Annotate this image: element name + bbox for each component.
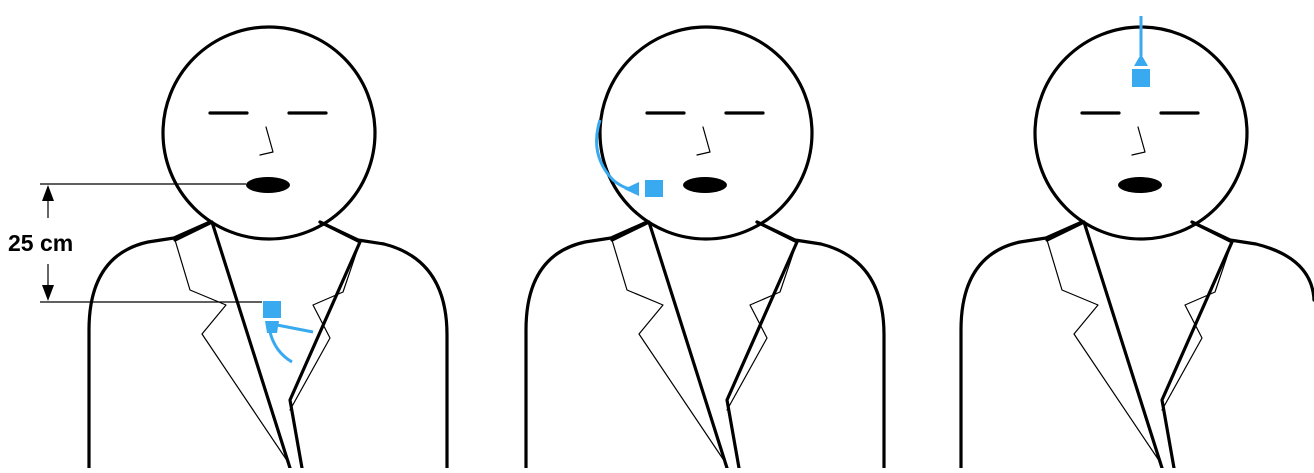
mic-cable xyxy=(277,325,313,332)
head xyxy=(600,27,812,239)
nose xyxy=(1132,127,1145,155)
figure-lapel-mic: 25 cm xyxy=(8,27,447,468)
dimension-25cm: 25 cm xyxy=(8,184,262,302)
dimension-label: 25 cm xyxy=(8,230,73,256)
mic-capsule xyxy=(645,180,663,197)
torso xyxy=(526,222,647,468)
figure-forehead-mic xyxy=(961,16,1314,468)
collar-left xyxy=(1047,222,1162,468)
lapel-left xyxy=(612,240,725,462)
mic-clip xyxy=(1134,54,1148,66)
collar-left xyxy=(612,222,727,468)
person-outline xyxy=(961,27,1314,468)
nose xyxy=(697,127,710,155)
arrow-down-icon xyxy=(42,285,54,301)
torso-right xyxy=(320,222,447,468)
person-outline xyxy=(89,27,447,468)
torso-right xyxy=(757,222,884,468)
mic-capsule xyxy=(263,301,281,318)
collar-right xyxy=(727,222,797,468)
microphone-icon xyxy=(597,120,663,197)
lapel-left xyxy=(1047,240,1160,462)
figure-headset-mic xyxy=(526,27,884,468)
torso xyxy=(89,222,210,468)
head xyxy=(163,27,375,239)
mic-cable-down xyxy=(270,332,292,362)
torso xyxy=(961,222,1082,468)
collar-right xyxy=(1162,222,1232,468)
mic-clip xyxy=(624,182,639,196)
mouth xyxy=(246,177,290,193)
collar-right xyxy=(290,222,360,468)
mic-capsule xyxy=(1132,69,1150,87)
arrow-up-icon xyxy=(42,185,54,201)
person-outline xyxy=(526,27,884,468)
lapel-left xyxy=(175,240,288,462)
nose xyxy=(260,127,273,155)
mouth xyxy=(683,177,727,193)
microphone-icon xyxy=(263,301,313,362)
collar-left xyxy=(175,222,290,468)
mic-clip xyxy=(265,321,279,333)
mouth xyxy=(1118,177,1162,193)
